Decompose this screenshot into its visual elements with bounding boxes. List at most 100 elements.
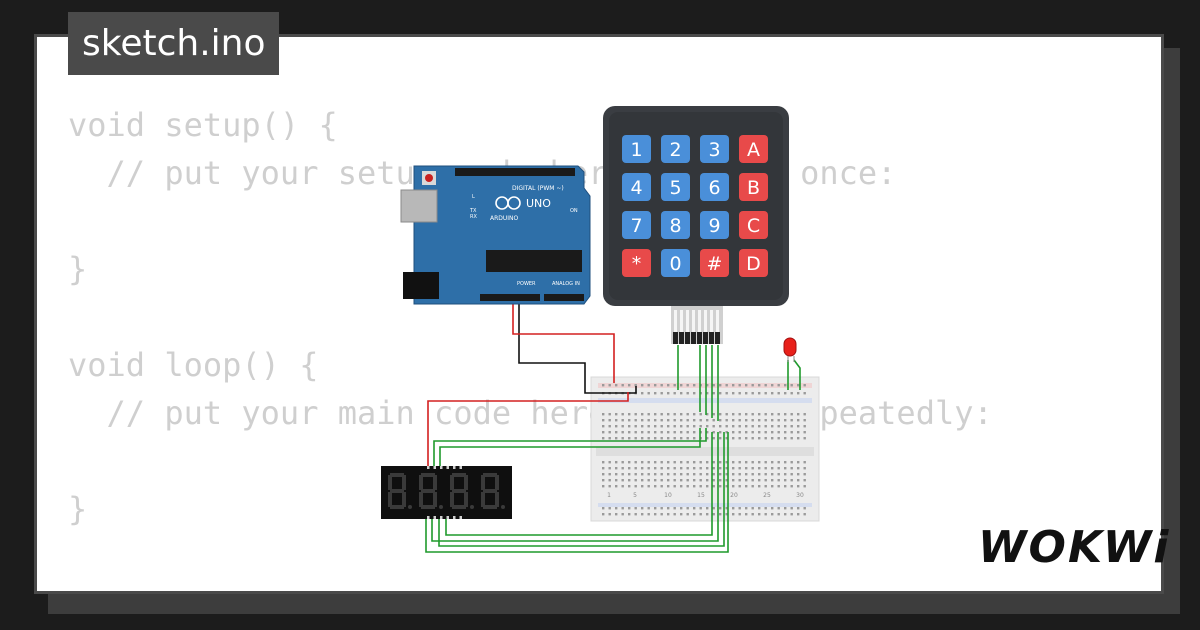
breadboard-hole bbox=[764, 467, 767, 470]
keypad-key-1[interactable]: 1 bbox=[622, 135, 651, 163]
ribbon-pin bbox=[692, 310, 695, 332]
keypad-key-#[interactable]: # bbox=[700, 249, 729, 277]
breadboard-hole bbox=[751, 479, 754, 482]
keypad-key-3[interactable]: 3 bbox=[700, 135, 729, 163]
breadboard-hole bbox=[706, 485, 709, 488]
breadboard-hole bbox=[751, 384, 754, 387]
breadboard-hole bbox=[790, 473, 793, 476]
breadboard-hole bbox=[654, 473, 657, 476]
breadboard-hole bbox=[602, 513, 605, 516]
breadboard-hole bbox=[732, 479, 735, 482]
breadboard-hole bbox=[790, 437, 793, 440]
breadboard-hole bbox=[660, 437, 663, 440]
keypad-key-5[interactable]: 5 bbox=[661, 173, 690, 201]
tx-label: TX bbox=[469, 208, 477, 214]
breadboard-hole bbox=[797, 507, 800, 510]
breadboard-hole bbox=[706, 425, 709, 428]
breadboard-hole bbox=[751, 467, 754, 470]
segment-b bbox=[402, 475, 406, 490]
seven-segment-display[interactable] bbox=[381, 466, 512, 519]
breadboard-hole bbox=[654, 467, 657, 470]
breadboard-hole bbox=[790, 507, 793, 510]
breadboard-hole bbox=[784, 425, 787, 428]
file-tab[interactable]: sketch.ino bbox=[68, 12, 280, 75]
breadboard-hole bbox=[745, 392, 748, 395]
breadboard-hole bbox=[628, 485, 631, 488]
digital-label: DIGITAL (PWM ~) bbox=[512, 185, 564, 192]
breadboard-hole bbox=[686, 392, 689, 395]
breadboard-hole bbox=[660, 419, 663, 422]
breadboard-hole bbox=[680, 485, 683, 488]
breadboard-hole bbox=[673, 384, 676, 387]
display-pin bbox=[427, 516, 430, 519]
breadboard-hole bbox=[647, 425, 650, 428]
digital-header bbox=[455, 168, 575, 176]
key-cap bbox=[622, 211, 651, 239]
keypad-key-4[interactable]: 4 bbox=[622, 173, 651, 201]
keypad-key-B[interactable]: B bbox=[739, 173, 768, 201]
keypad-key-2[interactable]: 2 bbox=[661, 135, 690, 163]
breadboard-hole bbox=[673, 485, 676, 488]
breadboard-hole bbox=[719, 413, 722, 416]
breadboard-hole bbox=[790, 467, 793, 470]
breadboard-hole bbox=[719, 437, 722, 440]
breadboard-hole bbox=[641, 467, 644, 470]
breadboard-hole bbox=[654, 461, 657, 464]
arduino-uno[interactable]: DIGITAL (PWM ~) UNO ARDUINO POWER ANALOG… bbox=[400, 165, 591, 305]
ribbon-connector bbox=[715, 332, 720, 344]
breadboard-hole bbox=[693, 461, 696, 464]
keypad-key-*[interactable]: * bbox=[622, 249, 651, 277]
breadboard-hole bbox=[797, 485, 800, 488]
breadboard-hole bbox=[706, 513, 709, 516]
breadboard-hole bbox=[764, 507, 767, 510]
ribbon-pin bbox=[716, 310, 719, 332]
led[interactable] bbox=[783, 337, 797, 362]
breadboard-hole bbox=[706, 507, 709, 510]
breadboard-hole bbox=[764, 461, 767, 464]
breadboard-hole bbox=[680, 513, 683, 516]
breadboard-hole bbox=[693, 431, 696, 434]
breadboard-hole bbox=[660, 467, 663, 470]
keypad-key-6[interactable]: 6 bbox=[700, 173, 729, 201]
breadboard-hole bbox=[745, 437, 748, 440]
breadboard-hole bbox=[628, 479, 631, 482]
key-label: * bbox=[632, 253, 642, 275]
ribbon-connector bbox=[685, 332, 690, 344]
keypad-key-7[interactable]: 7 bbox=[622, 211, 651, 239]
breadboard-hole bbox=[771, 413, 774, 416]
breadboard-hole bbox=[712, 425, 715, 428]
breadboard-hole bbox=[784, 437, 787, 440]
breadboard-hole bbox=[673, 392, 676, 395]
breadboard-hole bbox=[667, 437, 670, 440]
keypad-key-A[interactable]: A bbox=[739, 135, 768, 163]
key-cap bbox=[739, 173, 768, 201]
breadboard-hole bbox=[771, 467, 774, 470]
breadboard-hole bbox=[771, 479, 774, 482]
breadboard-hole bbox=[699, 479, 702, 482]
breadboard-hole bbox=[745, 507, 748, 510]
wire-display-4 bbox=[431, 432, 719, 542]
breadboard-hole bbox=[725, 431, 728, 434]
breadboard-hole bbox=[751, 485, 754, 488]
breadboard-hole bbox=[706, 473, 709, 476]
breadboard-hole bbox=[725, 419, 728, 422]
keypad-key-D[interactable]: D bbox=[739, 249, 768, 277]
breadboard-hole bbox=[654, 513, 657, 516]
keypad-key-9[interactable]: 9 bbox=[700, 211, 729, 239]
led-body bbox=[783, 337, 797, 357]
breadboard-hole bbox=[745, 485, 748, 488]
keypad-key-C[interactable]: C bbox=[739, 211, 768, 239]
breadboard-hole bbox=[745, 384, 748, 387]
breadboard-hole bbox=[647, 413, 650, 416]
breadboard-hole bbox=[641, 413, 644, 416]
breadboard-hole bbox=[699, 425, 702, 428]
keypad-key-0[interactable]: 0 bbox=[661, 249, 690, 277]
breadboard-hole bbox=[725, 485, 728, 488]
breadboard-hole bbox=[751, 437, 754, 440]
key-cap bbox=[739, 135, 768, 163]
keypad-key-8[interactable]: 8 bbox=[661, 211, 690, 239]
breadboard-hole bbox=[719, 473, 722, 476]
